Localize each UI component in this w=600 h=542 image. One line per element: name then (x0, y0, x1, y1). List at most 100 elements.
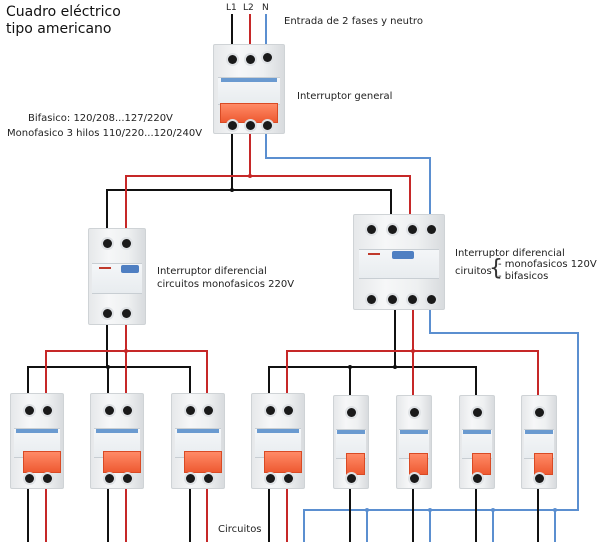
terminal-l1-label: L1 (226, 3, 237, 13)
terminal-screw (204, 406, 213, 415)
terminal-screw (103, 239, 112, 248)
brand-strip (463, 430, 491, 435)
terminal-screw (186, 406, 195, 415)
terminal-screw (263, 121, 272, 130)
rcd-right (353, 214, 445, 310)
terminal-screw (535, 474, 544, 483)
brand-strip (337, 430, 365, 435)
toggle-lever[interactable] (184, 451, 222, 473)
branch-breaker-8 (521, 395, 557, 489)
title-line-2: tipo americano (6, 21, 112, 37)
input-label: Entrada de 2 fases y neutro (284, 16, 423, 27)
terminal-screw (228, 55, 237, 64)
terminal-screw (122, 239, 131, 248)
junction-dot (491, 508, 495, 512)
terminal-screw (535, 408, 544, 417)
terminal-screw (367, 295, 376, 304)
toggle-lever[interactable] (472, 453, 491, 475)
terminal-screw (473, 408, 482, 417)
wire-n-main-out (265, 132, 431, 216)
terminal-screw (105, 406, 114, 415)
terminal-screw (427, 295, 436, 304)
brand-strip (221, 77, 277, 82)
circuits-label: Circuitos (218, 524, 262, 535)
rcd-left (88, 228, 146, 325)
branch-breaker-2 (90, 393, 144, 489)
brand-strip (16, 428, 58, 433)
brand-strip (177, 428, 219, 433)
terminal-screw (266, 474, 275, 483)
terminal-screw (347, 408, 356, 417)
terminal-screw (43, 406, 52, 415)
rcd-right-prefix: ciruitos (455, 266, 492, 277)
brand-strip (525, 430, 553, 435)
indicator-mark (368, 253, 380, 255)
terminal-screw (388, 295, 397, 304)
brace-icon: { (489, 256, 503, 281)
terminal-screw (284, 474, 293, 483)
main-breaker (213, 44, 285, 134)
rcd-left-label-line-2: circuitos monofasicos 220V (157, 279, 295, 290)
junction-dot (365, 508, 369, 512)
wire-rcd-right-n-out (303, 308, 579, 542)
title-line-1: Cuadro eléctrico (6, 4, 121, 20)
branch-breaker-4 (251, 393, 305, 489)
terminal-screw (284, 406, 293, 415)
main-breaker-label: Interruptor general (297, 91, 393, 102)
rcd-left-label-line-1: Interruptor diferencial (157, 266, 267, 277)
terminal-screw (410, 408, 419, 417)
terminal-screw (25, 406, 34, 415)
terminal-screw (25, 474, 34, 483)
terminal-screw (347, 474, 356, 483)
terminal-screw (408, 295, 417, 304)
terminal-screw (388, 225, 397, 234)
terminal-screw (246, 121, 255, 130)
test-button[interactable] (392, 251, 414, 259)
terminal-screw (410, 474, 419, 483)
voltage-monofasico: Monofasico 3 hilos 110/220...120/240V (7, 128, 203, 139)
brand-strip (96, 428, 138, 433)
terminal-screw (122, 309, 131, 318)
junction-dot (428, 508, 432, 512)
terminal-screw (473, 474, 482, 483)
terminal-screw (263, 53, 272, 62)
terminal-n-label: N (262, 3, 269, 13)
bus-l1-right (268, 366, 477, 396)
terminal-screw (204, 474, 213, 483)
toggle-lever[interactable] (23, 451, 61, 473)
toggle-lever[interactable] (346, 453, 365, 475)
junction-dot (248, 174, 252, 178)
diagram-title: Cuadro eléctrico tipo americano (6, 4, 121, 38)
terminal-screw (103, 309, 112, 318)
toggle-lever[interactable] (534, 453, 553, 475)
toggle-lever[interactable] (409, 453, 428, 475)
terminal-screw (105, 474, 114, 483)
terminal-screw (43, 474, 52, 483)
branch-breaker-7 (459, 395, 495, 489)
bus-l1-upper (106, 189, 392, 232)
junction-dot (106, 365, 110, 369)
terminal-screw (408, 225, 417, 234)
toggle-lever[interactable] (220, 103, 278, 123)
terminal-screw (123, 474, 132, 483)
rcd-right-option-2: - bifasicos (498, 271, 549, 282)
brand-strip (400, 430, 428, 435)
junction-dot (411, 349, 415, 353)
toggle-lever[interactable] (264, 451, 302, 473)
toggle-lever[interactable] (103, 451, 141, 473)
junction-dot (348, 365, 352, 369)
branch-breaker-6 (396, 395, 432, 489)
terminal-l2-label: L2 (243, 3, 254, 13)
terminal-screw (123, 406, 132, 415)
junction-dot (393, 365, 397, 369)
terminal-screw (367, 225, 376, 234)
terminal-screw (427, 225, 436, 234)
branch-breaker-5 (333, 395, 369, 489)
rcd-right-option-1: - monofasicos 120V (498, 259, 597, 270)
rcd-left-label: Interruptor diferencial circuitos monofa… (157, 265, 294, 291)
indicator-mark (99, 267, 111, 269)
test-button[interactable] (121, 265, 139, 273)
terminal-screw (186, 474, 195, 483)
rcd-right-label-line-1: Interruptor diferencial (455, 248, 565, 259)
